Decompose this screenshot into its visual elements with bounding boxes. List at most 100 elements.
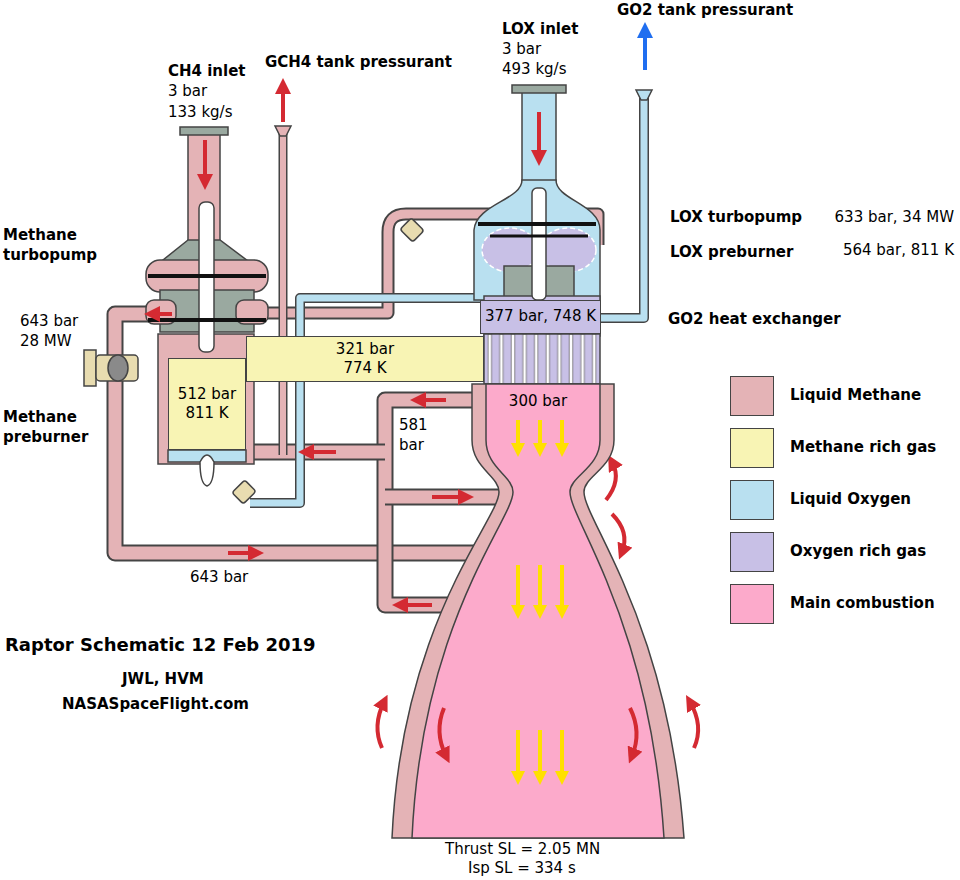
illustration-part	[532, 188, 546, 300]
isp-value: Isp SL = 334 s	[468, 859, 576, 879]
legend-swatch	[730, 532, 774, 572]
pressure-value: 643 bar	[20, 312, 78, 332]
illustration-part	[690, 702, 698, 748]
legend-label: Liquid Methane	[790, 386, 921, 406]
methane-preburner: 512 bar 811 K	[168, 358, 246, 450]
legend-label: Oxygen rich gas	[790, 542, 926, 562]
legend-swatch	[730, 584, 774, 624]
illustration-part	[412, 384, 664, 838]
methane-turbopump	[146, 127, 268, 486]
illustration-part	[560, 565, 564, 612]
illustration-part	[432, 495, 466, 499]
illustration-part	[560, 420, 564, 450]
illustration-part	[630, 708, 637, 756]
inlet-label: LOX inlet	[502, 20, 578, 40]
combustion-chamber-shape	[392, 384, 684, 840]
illustration-part	[512, 85, 566, 93]
legend-swatch	[730, 480, 774, 520]
illustration-part	[518, 420, 562, 778]
illustration-part	[180, 127, 228, 135]
diagram-title: Raptor Schematic 12 Feb 2019	[5, 633, 316, 656]
pressurant-funnel	[636, 90, 652, 100]
illustration-part	[400, 603, 432, 607]
illustration-part	[96, 355, 138, 381]
illustration-part	[385, 489, 505, 506]
component-label: Methane preburner	[3, 408, 107, 447]
illustration-part	[148, 274, 266, 278]
illustration-part	[598, 96, 644, 318]
illustration-part	[152, 312, 172, 316]
inlet-label: CH4 inlet	[168, 62, 246, 82]
component-label: Methane turbopump	[3, 226, 107, 265]
pressure-value: 3 bar	[502, 40, 541, 60]
illustration-part	[250, 298, 480, 503]
pressurant-label: GO2 tank pressurant	[617, 1, 793, 21]
legend-swatch	[730, 376, 774, 416]
illustration-part	[439, 708, 636, 756]
illustration-part	[250, 298, 480, 503]
illustration-part	[392, 384, 684, 838]
illustration-part	[538, 565, 542, 612]
illustration-part	[516, 420, 520, 450]
illustration-part	[385, 491, 505, 504]
illustration-part	[606, 462, 616, 500]
lox-turbopump	[474, 85, 600, 384]
illustration-part	[516, 565, 520, 612]
illustration-part	[279, 132, 288, 455]
legend-label: Methane rich gas	[790, 438, 936, 458]
illustration-part	[108, 355, 128, 381]
illustration-part	[203, 140, 207, 182]
pressure-value: 3 bar	[168, 82, 207, 102]
preburner-value: 564 bar, 811 K	[843, 241, 954, 261]
legend-label: Liquid Oxygen	[790, 490, 911, 510]
illustration-part	[560, 730, 564, 778]
author-credit: JWL, HVM	[122, 670, 204, 690]
hot-gas-duct: 321 bar 774 K	[246, 336, 484, 382]
flow-value: 493 kg/s	[502, 60, 566, 80]
illustration-part	[537, 112, 541, 158]
node-text: 377 bar, 748 K	[485, 307, 596, 327]
combustion-chamber: 300 bar	[392, 384, 684, 840]
illustration-part	[200, 455, 214, 486]
pressurant-funnel	[275, 126, 291, 136]
illustration-part	[280, 132, 286, 455]
illustration-part	[598, 96, 644, 318]
illustration-part	[612, 514, 624, 552]
illustration-part	[522, 92, 556, 192]
legend-label: Main combustion	[790, 594, 935, 614]
component-label: GO2 heat exchanger	[668, 310, 841, 330]
component-label: LOX turbopump	[670, 208, 802, 228]
lox-preburner: 377 bar, 748 K	[480, 300, 601, 334]
pressure-value: 643 bar	[190, 568, 248, 588]
illustration-part	[84, 350, 96, 386]
illustration-part	[439, 708, 446, 756]
illustration-part	[538, 730, 542, 778]
illustration-part	[232, 480, 256, 504]
illustration-part	[377, 702, 384, 748]
illustration-part	[158, 334, 254, 464]
illustration-part	[538, 420, 542, 450]
flow-value: 133 kg/s	[168, 103, 232, 123]
pump-value: 633 bar, 34 MW	[835, 208, 954, 228]
illustration-part	[516, 730, 520, 778]
illustration-part	[400, 218, 424, 242]
node-text: 512 bar 811 K	[174, 385, 240, 424]
illustration-part	[250, 446, 385, 459]
power-value: 28 MW	[20, 332, 72, 352]
node-text: 300 bar	[509, 392, 567, 412]
illustration-part	[281, 86, 285, 122]
illustration-part	[478, 222, 596, 226]
legend-swatch	[730, 428, 774, 468]
illustration-part	[418, 398, 446, 402]
illustration-part	[306, 450, 336, 454]
illustration-part	[474, 180, 600, 300]
illustration-part	[228, 551, 256, 555]
node-text: 321 bar 774 K	[329, 340, 401, 379]
pressurant-label: GCH4 tank pressurant	[265, 53, 452, 73]
illustration-part	[250, 444, 385, 461]
flow-arrow	[643, 30, 647, 70]
illustration-part	[148, 318, 266, 322]
illustration-part	[490, 235, 588, 238]
thrust-value: Thrust SL = 2.05 MN	[445, 840, 600, 860]
component-label: LOX preburner	[670, 243, 793, 263]
